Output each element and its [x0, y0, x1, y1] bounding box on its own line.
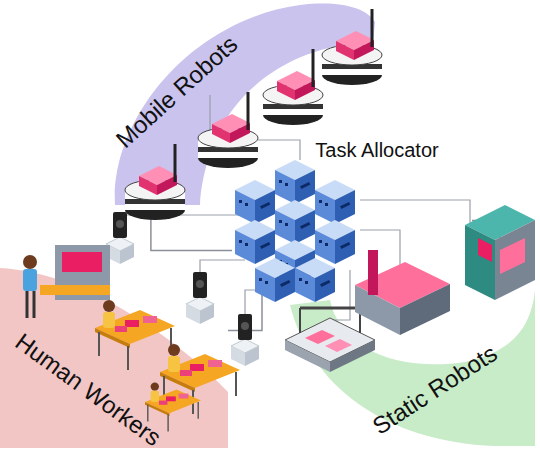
illustration-shape: [360, 230, 400, 270]
group-band: Task Allocator: [232, 138, 472, 288]
illustration-shape: [235, 220, 275, 264]
illustration-shape: [465, 205, 535, 240]
connector-line: [472, 221, 500, 291]
group-band: Mobile Robots: [105, 0, 375, 215]
illustration-shape: [23, 255, 37, 269]
illustration-shape: [355, 262, 450, 308]
band-fill: [290, 290, 535, 446]
illustration-shape: [62, 252, 102, 272]
illustration-shape: [355, 285, 400, 335]
illustration-shape: [245, 290, 260, 320]
illustration-shape: [465, 225, 495, 300]
illustration-shape: [255, 258, 295, 302]
server-stack: [235, 160, 355, 302]
illustration-shape: [275, 160, 315, 204]
connector-line: [151, 215, 232, 251]
illustration-shape: [275, 240, 315, 284]
illustration-shape: [200, 260, 245, 280]
illustration-shape: [360, 200, 470, 225]
illustration-shape: [400, 284, 450, 335]
illustration-shape: [231, 314, 259, 366]
illustration-shape: [315, 220, 355, 264]
group-band: Static Robots: [285, 290, 535, 450]
group-label: Task Allocator: [315, 139, 438, 161]
illustration-shape: [235, 180, 275, 224]
connector-line: [228, 288, 262, 330]
illustration-shape: [478, 238, 492, 262]
illustration-shape: [275, 200, 315, 244]
illustration-shape: [315, 180, 355, 224]
illustration-shape: [500, 238, 525, 274]
illustration-shape: [368, 250, 378, 295]
illustration-shape: [106, 212, 134, 264]
illustration-shape: [120, 215, 240, 225]
band-shape: [285, 290, 535, 450]
illustration-shape: [359, 308, 361, 333]
illustration-shape: [495, 220, 535, 300]
illustration-shape: [186, 272, 214, 324]
group-band: Human Workers: [0, 262, 228, 452]
illustration-shape: [295, 258, 335, 302]
